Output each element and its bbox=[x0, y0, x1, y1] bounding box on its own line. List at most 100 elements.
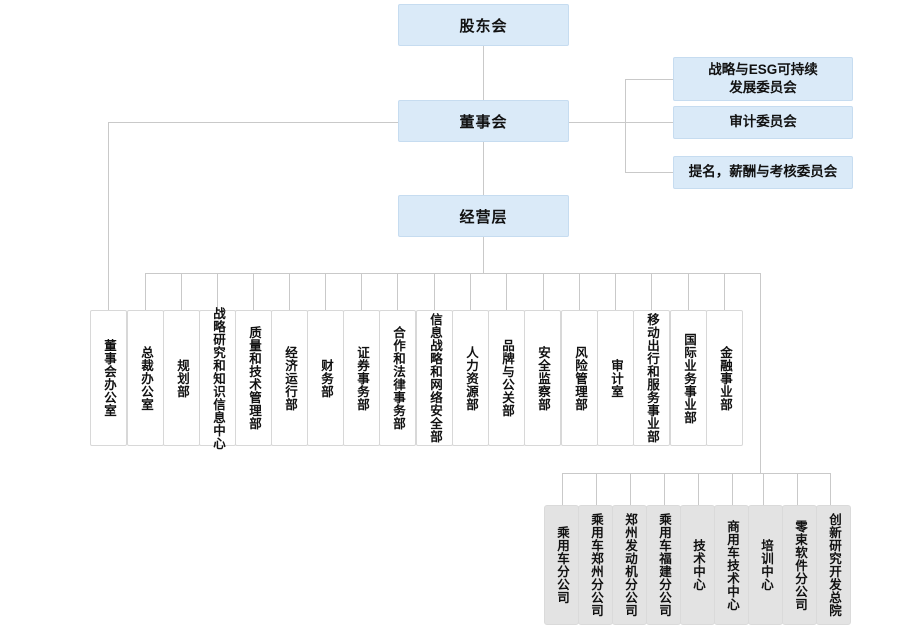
department-label: 移动出行和服务事业部 bbox=[645, 313, 659, 443]
node-subsidiary-lingshu-software[interactable]: 零束软件分公司 bbox=[782, 505, 817, 625]
connector-subsidiary-2 bbox=[596, 473, 597, 505]
department-label: 质量和技术管理部 bbox=[247, 326, 261, 430]
connector-subsidiary-1 bbox=[562, 473, 563, 505]
connector-subsidiary-6 bbox=[732, 473, 733, 505]
department-label: 国际业务事业部 bbox=[682, 332, 696, 424]
node-department-finance[interactable]: 财务部 bbox=[307, 310, 344, 446]
node-department-securities[interactable]: 证券事务部 bbox=[343, 310, 380, 446]
department-label: 合作和法律事务部 bbox=[391, 326, 405, 430]
connector-subsidiary-7 bbox=[763, 473, 764, 505]
committee-label: 审计委员会 bbox=[729, 114, 797, 130]
connector-department-10 bbox=[434, 273, 435, 310]
department-label: 安全监察部 bbox=[536, 345, 550, 411]
node-department-risk-management[interactable]: 风险管理部 bbox=[561, 310, 598, 446]
connector-department-4 bbox=[217, 273, 218, 310]
node-committee-nomination-compensation[interactable]: 提名，薪酬与考核委员会 bbox=[673, 156, 853, 189]
connector-board-to-management bbox=[483, 141, 484, 196]
connector-department-18 bbox=[724, 273, 725, 310]
connector-committee-1 bbox=[625, 79, 673, 80]
subsidiary-label: 培训中心 bbox=[759, 539, 773, 591]
connector-department-5 bbox=[253, 273, 254, 310]
node-board[interactable]: 董事会 bbox=[398, 100, 569, 142]
committee-label-line2: 发展委员会 bbox=[729, 80, 797, 95]
node-management[interactable]: 经营层 bbox=[398, 195, 569, 237]
connector-department-2 bbox=[145, 273, 146, 310]
node-board-label: 董事会 bbox=[459, 113, 508, 131]
department-label: 规划部 bbox=[175, 358, 189, 398]
connector-subsidiary-8 bbox=[797, 473, 798, 505]
connector-board-to-office-vertical bbox=[108, 122, 109, 310]
node-subsidiary-technology-center[interactable]: 技术中心 bbox=[680, 505, 715, 625]
node-department-board-office[interactable]: 董事会办公室 bbox=[90, 310, 127, 446]
node-department-financial-business[interactable]: 金融事业部 bbox=[706, 310, 743, 446]
node-subsidiary-training-center[interactable]: 培训中心 bbox=[748, 505, 783, 625]
node-subsidiary-commercial-vehicle-tech-center[interactable]: 商用车技术中心 bbox=[714, 505, 749, 625]
committee-label-line1: 战略与ESG可持续 bbox=[708, 61, 818, 77]
node-subsidiary-zhengzhou-engine[interactable]: 郑州发动机分公司 bbox=[612, 505, 647, 625]
connector-subsidiary-5 bbox=[698, 473, 699, 505]
node-department-safety-supervision[interactable]: 安全监察部 bbox=[524, 310, 561, 446]
connector-management-to-dept-bus bbox=[483, 237, 484, 273]
connector-department-15 bbox=[615, 273, 616, 310]
node-department-international-business[interactable]: 国际业务事业部 bbox=[670, 310, 707, 446]
node-department-human-resources[interactable]: 人力资源部 bbox=[452, 310, 489, 446]
connector-committee-2 bbox=[625, 122, 673, 123]
node-subsidiary-passenger-vehicle[interactable]: 乘用车分公司 bbox=[544, 505, 579, 625]
connector-subsidiary-4 bbox=[664, 473, 665, 505]
connector-committee-3 bbox=[625, 172, 673, 173]
node-committee-strategy-esg[interactable]: 战略与ESG可持续 发展委员会 bbox=[673, 57, 853, 101]
connector-department-16 bbox=[651, 273, 652, 310]
node-subsidiary-passenger-vehicle-fujian[interactable]: 乘用车福建分公司 bbox=[646, 505, 681, 625]
node-department-mobility-service[interactable]: 移动出行和服务事业部 bbox=[633, 310, 670, 446]
node-department-cooperation-legal[interactable]: 合作和法律事务部 bbox=[379, 310, 416, 446]
subsidiary-label: 乘用车福建分公司 bbox=[657, 513, 671, 617]
committee-label: 提名，薪酬与考核委员会 bbox=[688, 164, 838, 180]
connector-department-12 bbox=[506, 273, 507, 310]
subsidiary-label: 郑州发动机分公司 bbox=[623, 513, 637, 617]
connector-department-3 bbox=[181, 273, 182, 310]
connector-subsidiary-3 bbox=[630, 473, 631, 505]
connector-department-6 bbox=[289, 273, 290, 310]
subsidiary-label: 商用车技术中心 bbox=[725, 519, 739, 611]
connector-department-9 bbox=[397, 273, 398, 310]
department-label: 总裁办公室 bbox=[139, 345, 153, 411]
connector-department-17 bbox=[688, 273, 689, 310]
node-department-information-security[interactable]: 信息战略和网络安全部 bbox=[416, 310, 453, 446]
node-department-economic-operation[interactable]: 经济运行部 bbox=[271, 310, 308, 446]
connector-board-to-office-horizontal bbox=[108, 122, 400, 123]
node-department-president-office[interactable]: 总裁办公室 bbox=[127, 310, 164, 446]
department-label: 金融事业部 bbox=[718, 345, 732, 411]
department-label: 董事会办公室 bbox=[102, 339, 116, 417]
department-label: 经济运行部 bbox=[283, 345, 297, 411]
node-department-audit-office[interactable]: 审计室 bbox=[597, 310, 634, 446]
department-label: 审计室 bbox=[609, 358, 623, 398]
connector-department-8 bbox=[361, 273, 362, 310]
node-subsidiary-passenger-vehicle-zhengzhou[interactable]: 乘用车郑州分公司 bbox=[578, 505, 613, 625]
connector-board-to-committee-bus bbox=[568, 122, 626, 123]
connector-department-14 bbox=[579, 273, 580, 310]
connector-department-13 bbox=[543, 273, 544, 310]
committee-vertical-bus bbox=[625, 79, 626, 172]
node-department-quality-tech[interactable]: 质量和技术管理部 bbox=[235, 310, 272, 446]
connector-shareholders-to-board bbox=[483, 46, 484, 103]
node-department-planning[interactable]: 规划部 bbox=[163, 310, 200, 446]
department-label: 风险管理部 bbox=[573, 345, 587, 411]
node-department-strategy-research[interactable]: 战略研究和知识信息中心 bbox=[199, 307, 236, 450]
node-shareholders[interactable]: 股东会 bbox=[398, 4, 569, 46]
node-management-label: 经营层 bbox=[459, 208, 508, 226]
node-department-brand-pr[interactable]: 品牌与公关部 bbox=[488, 310, 525, 446]
department-label: 品牌与公关部 bbox=[500, 339, 514, 417]
department-label: 人力资源部 bbox=[464, 345, 478, 411]
subsidiary-label: 零束软件分公司 bbox=[793, 519, 807, 611]
connector-department-7 bbox=[325, 273, 326, 310]
node-subsidiary-innovation-rd-institute[interactable]: 创新研究开发总院 bbox=[816, 505, 851, 625]
department-label: 财务部 bbox=[319, 358, 333, 398]
subsidiary-label: 乘用车郑州分公司 bbox=[589, 513, 603, 617]
node-shareholders-label: 股东会 bbox=[459, 17, 508, 35]
connector-dept-to-subsidiary-bus bbox=[760, 273, 761, 473]
subsidiary-label: 技术中心 bbox=[691, 539, 705, 591]
node-committee-audit[interactable]: 审计委员会 bbox=[673, 106, 853, 139]
connector-department-11 bbox=[470, 273, 471, 310]
department-label: 战略研究和知识信息中心 bbox=[211, 306, 225, 450]
